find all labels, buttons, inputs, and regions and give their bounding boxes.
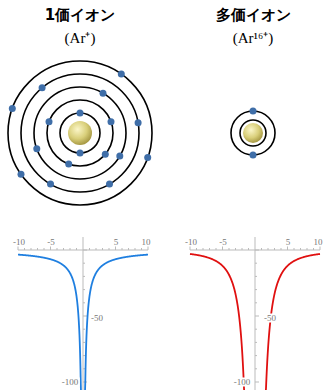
tick-label: 10: [141, 238, 152, 247]
potential-curve: [18, 255, 148, 390]
tick-label: -50: [263, 314, 277, 323]
plot-axes: [18, 237, 320, 390]
multiply-charged-atom: [231, 111, 275, 155]
ion-formula: (Ar⁺): [65, 31, 96, 46]
electrons: [250, 108, 257, 159]
nucleus: [243, 123, 263, 143]
tick-label: -5: [46, 238, 56, 247]
axis-ticks: [18, 246, 320, 382]
singly-charged-atom: [8, 61, 152, 205]
ion-title: 1価イオン: [45, 8, 115, 23]
tick-label: 10: [313, 238, 324, 247]
tick-label: -100: [233, 378, 252, 387]
tick-label: -10: [184, 238, 198, 247]
tick-label: -100: [61, 378, 80, 387]
tick-label: -5: [218, 238, 228, 247]
tick-label: -10: [12, 238, 26, 247]
tick-label: -50: [90, 314, 104, 323]
nucleus: [68, 121, 92, 145]
electrons: [9, 71, 151, 188]
tick-label: 5: [285, 238, 292, 247]
potential-curve: [190, 254, 320, 390]
tick-label: 5: [113, 238, 120, 247]
ion-formula: (Ar¹⁶⁺): [233, 31, 274, 46]
ion-title: 多価イオン: [216, 8, 291, 23]
